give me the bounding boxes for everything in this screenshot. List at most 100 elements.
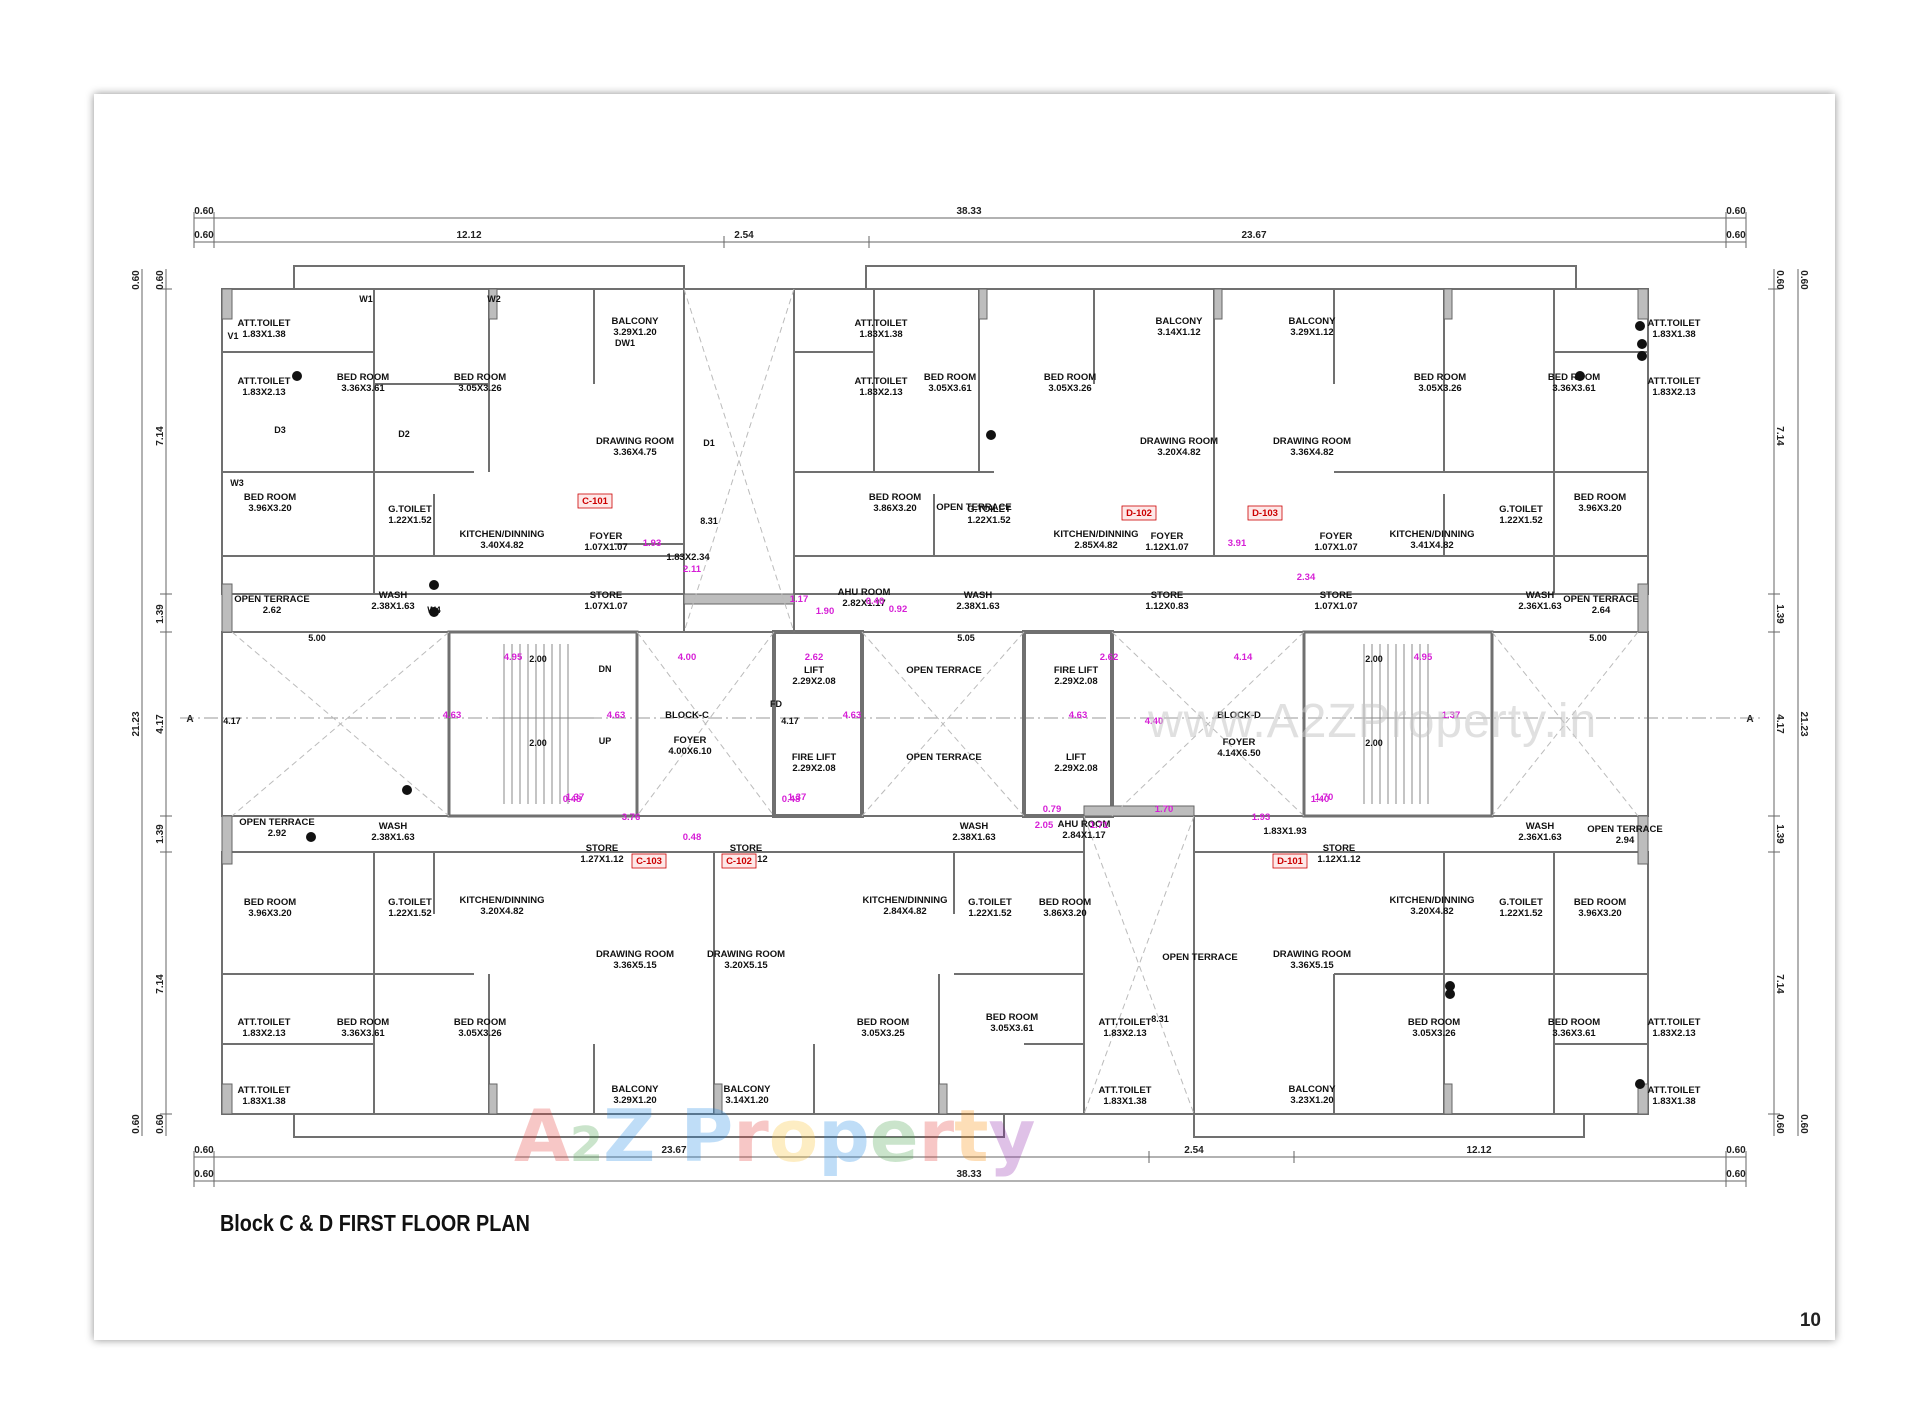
room-size: 2.64 [1592, 605, 1611, 616]
dim-top-left: 12.12 [456, 230, 481, 241]
room-size: 3.20X4.82 [480, 906, 523, 917]
page-number: 10 [1799, 1310, 1821, 1331]
floor-plan-drawing: 0.60 38.33 0.60 0.60 12.12 2.54 23.67 0.… [131, 206, 1809, 1187]
dimension-value: 4.63 [1069, 710, 1088, 721]
room-size: 1.83X1.93 [1263, 826, 1306, 837]
room-size: 2.82X1.17 [842, 598, 885, 609]
dimension-value: 1.37 [788, 792, 807, 803]
room-size: 1.22X1.52 [388, 515, 431, 526]
room-name: BED ROOM [337, 372, 389, 383]
room-name: ATT.TOILET [1099, 1085, 1152, 1096]
room-name: OPEN TERRACE [1162, 952, 1237, 963]
room-size: 3.40X4.82 [480, 540, 523, 551]
room-size: 3.05X3.26 [1412, 1028, 1455, 1039]
room-size: 3.20X4.82 [1410, 906, 1453, 917]
plan-mark: D1 [703, 438, 715, 448]
room-name: BED ROOM [1574, 897, 1626, 908]
room-name: LIFT [804, 665, 824, 676]
dim-bottom-total: 38.33 [956, 1169, 981, 1180]
room-name: G.TOILET [388, 504, 432, 515]
room-size: 3.05X3.26 [458, 383, 501, 394]
svg-text:0.60: 0.60 [155, 270, 166, 290]
room-size: 1.83X1.38 [859, 329, 902, 340]
room-name: BLOCK-D [1217, 710, 1261, 721]
room-size: 3.96X3.20 [248, 908, 291, 919]
plan-mark: DN [599, 664, 612, 674]
room-size: 2.94 [1616, 835, 1635, 846]
room-size: 1.22X1.52 [388, 908, 431, 919]
room-name: OPEN TERRACE [234, 594, 309, 605]
room-name: BALCONY [724, 1084, 772, 1095]
room-name: OPEN TERRACE [1563, 594, 1638, 605]
room-name: WASH [964, 590, 993, 601]
svg-text:21.23: 21.23 [131, 711, 142, 736]
room-size: 2.29X2.08 [792, 763, 835, 774]
unit-tag-box [721, 853, 757, 869]
room-name: ATT.TOILET [238, 376, 291, 387]
dimension-value: 0.40 [866, 596, 885, 607]
room-size: 1.22X1.52 [1499, 515, 1542, 526]
dimension-value: 4.63 [607, 710, 626, 721]
room-size: 2.36X1.63 [1518, 601, 1561, 612]
room-size: 1.83X2.13 [242, 387, 285, 398]
plan-mark: 2.00 [1365, 654, 1383, 664]
room-size: 3.20X4.82 [1157, 447, 1200, 458]
room-name: FOYER [590, 531, 623, 542]
dim-edge: 0.60 [194, 1169, 214, 1180]
room-size: 3.36X3.61 [1552, 1028, 1596, 1039]
room-size: 1.22X1.52 [1499, 908, 1542, 919]
dimension-value: 1.71 [1090, 820, 1109, 831]
room-size: 2.85X4.82 [1074, 540, 1117, 551]
room-name: KITCHEN/DINNING [1390, 895, 1475, 906]
room-size: 3.36X5.15 [613, 960, 657, 971]
plan-mark: FD [770, 699, 782, 709]
room-size: 3.36X4.75 [613, 447, 657, 458]
room-size: 3.36X3.61 [341, 383, 385, 394]
unit-tag: C-103 [636, 856, 662, 867]
svg-text:0.60: 0.60 [155, 1114, 166, 1134]
room-name: OPEN TERRACE [936, 502, 1011, 513]
dim-edge: 0.60 [194, 230, 214, 241]
room-name: BED ROOM [244, 897, 296, 908]
plan-mark: 4.17 [223, 716, 241, 726]
svg-text:1.39: 1.39 [1774, 824, 1785, 844]
svg-text:7.14: 7.14 [155, 974, 166, 994]
room-name: AHU ROOM [838, 587, 891, 598]
room-size: 3.36X3.61 [341, 1028, 385, 1039]
room-name: FOYER [1223, 737, 1256, 748]
svg-text:21.23: 21.23 [1798, 711, 1809, 736]
room-name: BED ROOM [1548, 1017, 1600, 1028]
room-size: 1.27X1.12 [580, 854, 623, 865]
room-name: BED ROOM [1408, 1017, 1460, 1028]
room-name: ATT.TOILET [238, 318, 291, 329]
svg-text:1.39: 1.39 [155, 604, 166, 624]
room-name: BED ROOM [924, 372, 976, 383]
room-size: 2.84X4.82 [883, 906, 926, 917]
svg-text:0.60: 0.60 [131, 270, 142, 290]
svg-text:1.39: 1.39 [1774, 604, 1785, 624]
dimension-value: 0.92 [889, 604, 908, 615]
plan-mark: V1 [227, 331, 238, 341]
room-name: G.TOILET [967, 504, 1011, 515]
watermark-logo: A2Z Property [514, 1094, 1036, 1178]
room-name: FIRE LIFT [792, 752, 837, 763]
svg-text:1.39: 1.39 [155, 824, 166, 844]
unit-tag: D-103 [1252, 508, 1278, 519]
room-size: 2.84X1.17 [1062, 830, 1105, 841]
room-name: BED ROOM [986, 1012, 1038, 1023]
stair-treads [499, 644, 1449, 804]
dim-bottom-right: 12.12 [1466, 1145, 1491, 1156]
plan-mark: DW1 [615, 338, 635, 348]
dimension-value: 2.62 [805, 652, 824, 663]
room-size: 2.29X2.08 [1054, 676, 1097, 687]
room-size: 3.41X4.82 [1410, 540, 1453, 551]
dimension-value: 4.63 [843, 710, 862, 721]
room-name: STORE [590, 590, 623, 601]
room-size: 3.05X3.26 [1418, 383, 1461, 394]
room-size: 2.29X2.08 [1054, 763, 1097, 774]
room-name: BED ROOM [869, 492, 921, 503]
room-size: 3.96X3.20 [1578, 908, 1621, 919]
room-name: AHU ROOM [1058, 819, 1111, 830]
